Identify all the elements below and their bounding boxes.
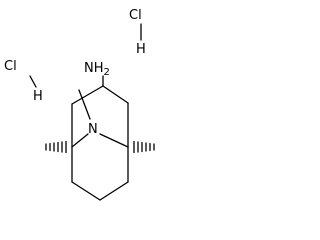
bond-n-c5 bbox=[99, 133, 129, 148]
hcl-left-chlorine-label: Cl bbox=[4, 59, 17, 74]
bridge-nitrogen-label: N bbox=[88, 122, 98, 137]
hcl-top-hydrogen-label: H bbox=[136, 42, 146, 57]
hcl-left-bond bbox=[29, 75, 37, 88]
amine-label-nh: NH bbox=[84, 61, 104, 76]
bond-c3-c4 bbox=[102, 85, 129, 104]
hashed-stereo-bond-right bbox=[133, 140, 155, 154]
amine-label-subscript: 2 bbox=[104, 67, 110, 78]
hcl-top-chlorine-label: Cl bbox=[129, 8, 142, 23]
amine-label: NH2 bbox=[84, 61, 110, 78]
bond-c1-n bbox=[71, 133, 89, 148]
hcl-left-hydrogen-label: H bbox=[33, 89, 43, 104]
hashed-stereo-bond-left bbox=[45, 140, 67, 154]
bond-c8-c7 bbox=[71, 181, 101, 201]
bond-c2-c3 bbox=[71, 85, 104, 105]
bond-n-methyl bbox=[78, 89, 91, 120]
chemical-structure-diagram: Cl H Cl H NH2 N bbox=[4, 8, 155, 201]
bond-c7-c6 bbox=[99, 181, 129, 201]
